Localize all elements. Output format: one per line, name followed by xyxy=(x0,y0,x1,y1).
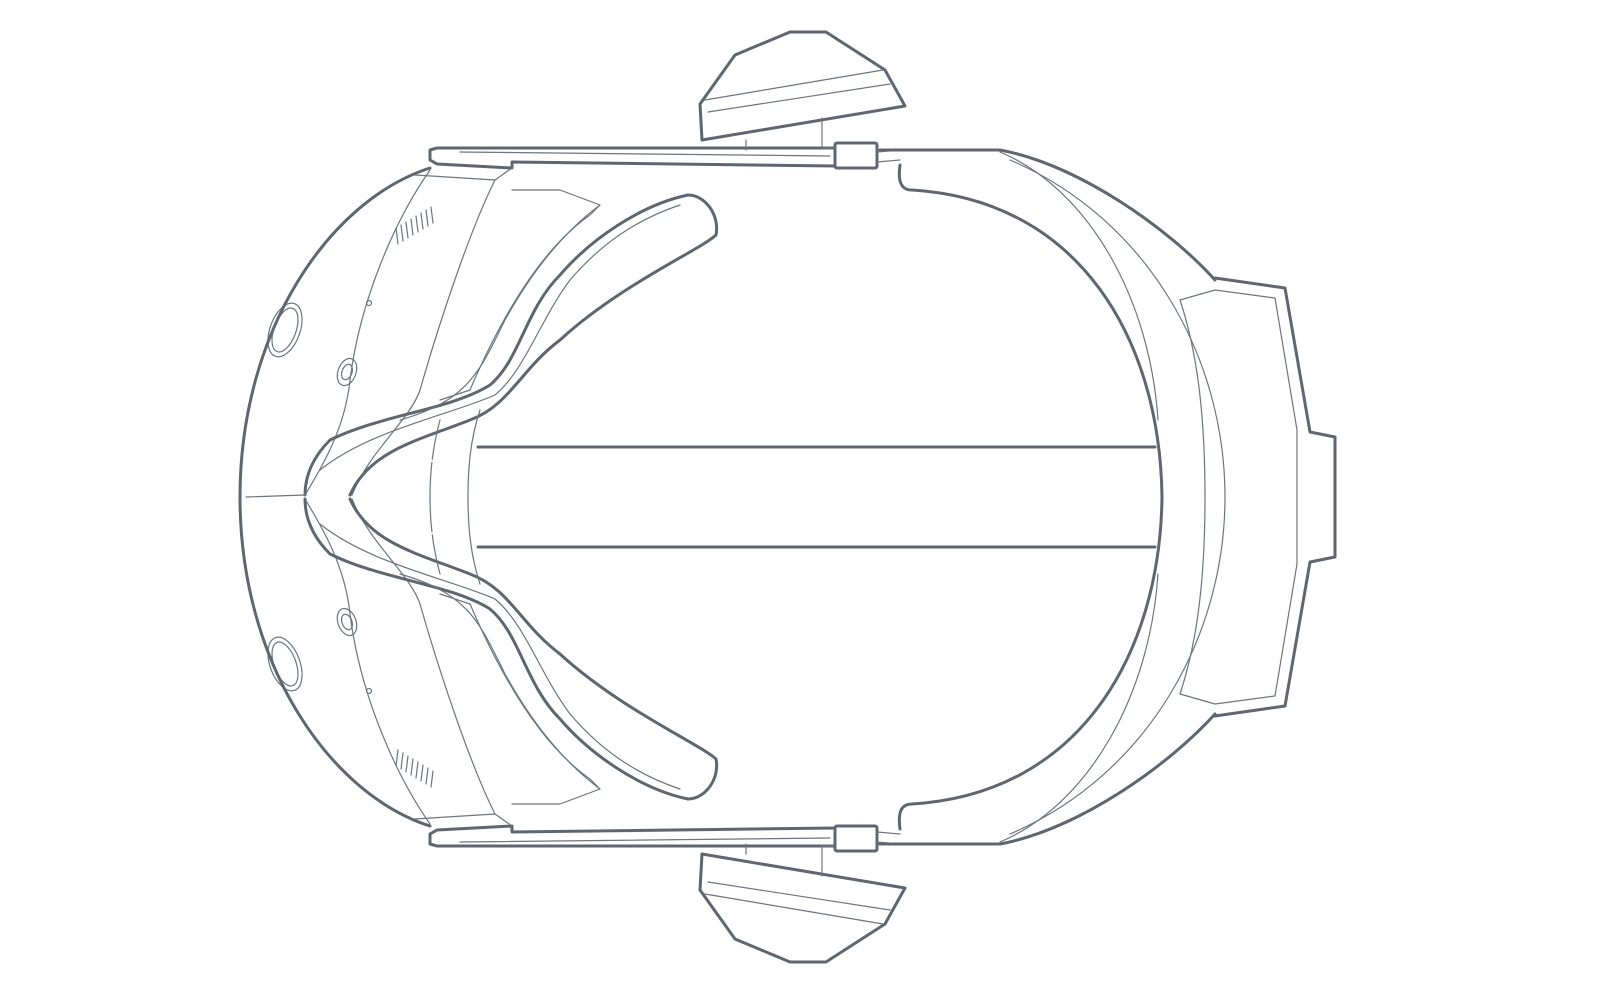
headset-lower-half xyxy=(259,495,1337,964)
headset-upper-half xyxy=(259,30,1337,499)
front-visor-outline xyxy=(238,166,432,828)
front-visor-ridge xyxy=(245,494,306,498)
